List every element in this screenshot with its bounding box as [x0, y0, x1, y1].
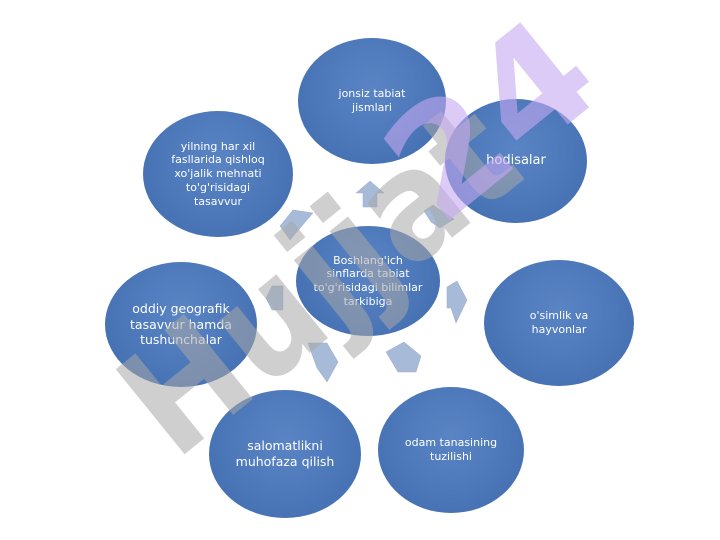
node-left: oddiy geografik tasavvur hamda tushuncha…: [105, 262, 257, 387]
node-center-label: Boshlang'ich sinflarda tabiat to'g'risid…: [313, 253, 423, 308]
arrow-to-left: [265, 285, 284, 311]
node-top-right-label: hodisalar: [486, 152, 546, 168]
node-bottom-right: odam tanasining tuzilishi: [378, 387, 524, 513]
node-top-left-label: yilning har xil fasllarida qishloq xo'ja…: [171, 139, 265, 208]
node-bottom: salomatlikni muhofaza qilish: [209, 390, 361, 518]
node-top-left: yilning har xil fasllarida qishloq xo'ja…: [143, 111, 293, 237]
node-top-right: hodisalar: [445, 99, 587, 223]
arrow-to-right: [446, 280, 468, 324]
node-bottom-right-label: odam tanasining tuzilishi: [404, 436, 498, 463]
arrow-to-top: [355, 180, 385, 208]
node-left-label: oddiy geografik tasavvur hamda tushuncha…: [130, 301, 232, 348]
node-bottom-label: salomatlikni muhofaza qilish: [235, 438, 335, 469]
arrow-to-top-right: [423, 204, 455, 229]
arrow-to-bottom: [307, 342, 339, 383]
node-right: o'simlik va hayvonlar: [484, 260, 634, 386]
arrow-to-top-left: [279, 209, 314, 241]
node-center: Boshlang'ich sinflarda tabiat to'g'risid…: [296, 226, 440, 336]
node-right-label: o'simlik va hayvonlar: [529, 309, 589, 336]
node-top: jonsiz tabiat jismlari: [298, 38, 446, 164]
node-top-label: jonsiz tabiat jismlari: [338, 87, 406, 114]
arrow-to-bottom-right: [385, 341, 422, 373]
